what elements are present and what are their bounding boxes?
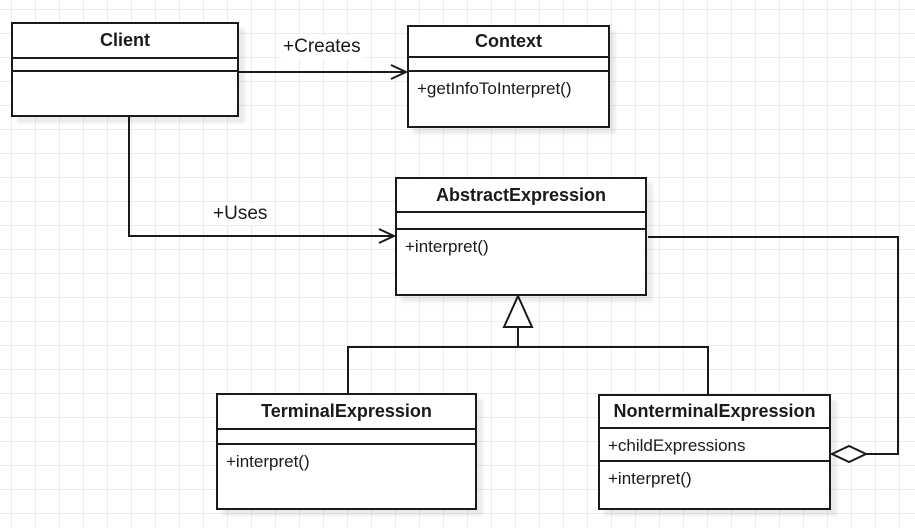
class-methods-section: +getInfoToInterpret() bbox=[409, 72, 608, 126]
class-box-client[interactable]: Client bbox=[11, 22, 239, 117]
edge-label-uses[interactable]: +Uses bbox=[211, 203, 270, 225]
class-title: AbstractExpression bbox=[397, 179, 645, 213]
class-method: +interpret() bbox=[405, 237, 489, 256]
edge-generalization-tree[interactable] bbox=[347, 293, 709, 394]
class-methods-section bbox=[13, 72, 237, 115]
class-method: +getInfoToInterpret() bbox=[417, 79, 572, 98]
class-box-terminalexpression[interactable]: TerminalExpression +interpret() bbox=[216, 393, 477, 510]
class-box-context[interactable]: Context +getInfoToInterpret() bbox=[407, 25, 610, 128]
class-attributes-section bbox=[218, 430, 475, 445]
hollow-triangle-icon bbox=[502, 293, 534, 328]
class-title: NonterminalExpression bbox=[600, 396, 829, 429]
class-method: +interpret() bbox=[608, 469, 692, 488]
open-arrowhead-icon bbox=[378, 228, 397, 244]
class-method: +interpret() bbox=[226, 452, 310, 471]
class-attributes-section bbox=[397, 213, 645, 230]
class-title: TerminalExpression bbox=[218, 395, 475, 430]
class-methods-section: +interpret() bbox=[600, 462, 829, 508]
class-title: Context bbox=[409, 27, 608, 58]
class-attributes-section: +childExpressions bbox=[600, 429, 829, 462]
open-arrowhead-icon bbox=[390, 64, 409, 80]
class-attributes-section bbox=[409, 58, 608, 72]
class-title: Client bbox=[13, 24, 237, 59]
class-box-abstractexpression[interactable]: AbstractExpression +interpret() bbox=[395, 177, 647, 296]
edge-client-creates-context[interactable] bbox=[239, 64, 409, 80]
hollow-diamond-icon bbox=[829, 444, 869, 464]
class-attribute: +childExpressions bbox=[608, 436, 746, 455]
class-attributes-section bbox=[13, 59, 237, 72]
class-methods-section: +interpret() bbox=[218, 445, 475, 508]
class-box-nonterminalexpression[interactable]: NonterminalExpression +childExpressions … bbox=[598, 394, 831, 510]
class-methods-section: +interpret() bbox=[397, 230, 645, 294]
edge-label-creates[interactable]: +Creates bbox=[281, 36, 363, 58]
